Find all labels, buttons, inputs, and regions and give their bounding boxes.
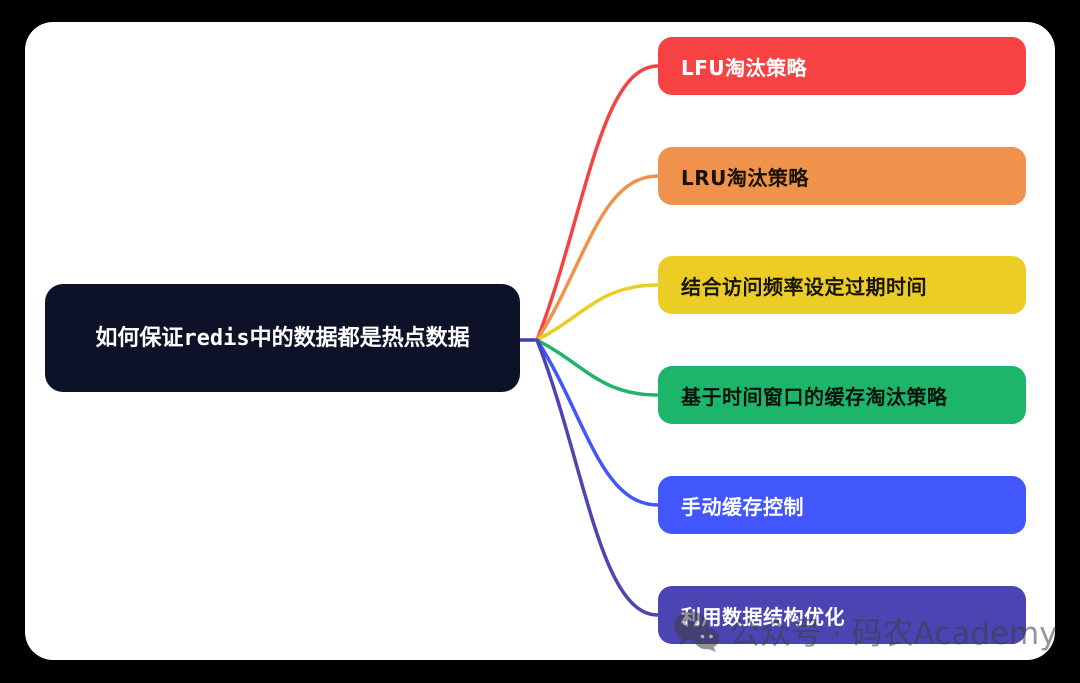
root-label-suffix: 中的数据都是热点数 (249, 325, 448, 351)
branch-node-label: 基于时间窗口的缓存淘汰策略 (681, 384, 948, 409)
branch-node-label: LFU淘汰策略 (681, 55, 808, 80)
root-node[interactable]: 如何保证redis中的数据都是热点数据 (45, 284, 520, 392)
branch-node[interactable]: 手动缓存控制 (658, 476, 1026, 534)
root-label-wrap: 据 (447, 325, 470, 351)
branch-node[interactable]: LFU淘汰策略 (658, 37, 1026, 95)
root-node-label: 如何保证redis中的数据都是热点数据 (95, 322, 469, 355)
branch-node-label: 手动缓存控制 (681, 494, 804, 519)
branch-node[interactable]: 结合访问频率设定过期时间 (658, 256, 1026, 314)
branch-node[interactable]: LRU淘汰策略 (658, 147, 1026, 205)
branch-node-label: 利用数据结构优化 (681, 604, 845, 629)
branch-node[interactable]: 基于时间窗口的缓存淘汰策略 (658, 366, 1026, 424)
root-label-prefix: 如何保证 (95, 325, 184, 351)
branch-node-label: 结合访问频率设定过期时间 (681, 274, 927, 299)
root-label-code: redis (183, 325, 250, 351)
branch-node-label: LRU淘汰策略 (681, 165, 809, 190)
branch-node[interactable]: 利用数据结构优化 (658, 586, 1026, 644)
